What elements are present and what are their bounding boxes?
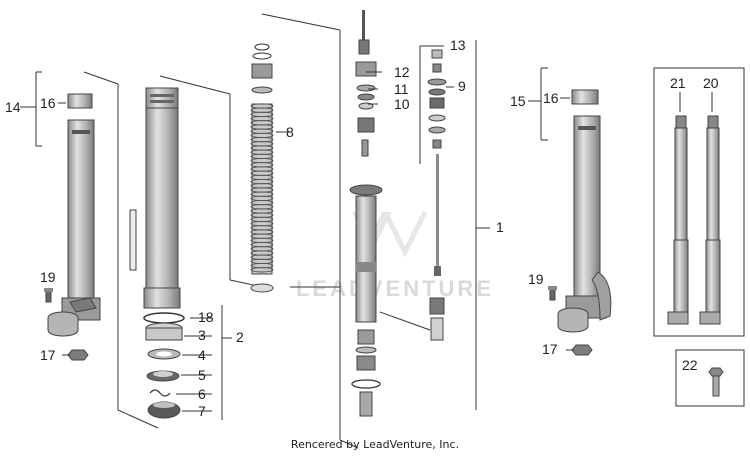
part-8-fork-spring[interactable]	[250, 43, 274, 293]
part-3-bushing[interactable]	[145, 322, 183, 341]
part-16-bushing-right[interactable]	[571, 89, 599, 105]
callout-3: 3	[198, 327, 206, 343]
part-22-bolt[interactable]	[708, 367, 724, 397]
callout-22: 22	[682, 357, 698, 373]
callout-13: 13	[450, 37, 466, 53]
render-credit: Rencered by LeadVenture, Inc.	[290, 438, 460, 451]
callout-5: 5	[198, 367, 206, 383]
inner-fork-tube[interactable]	[129, 87, 181, 309]
part-19-bolt-left[interactable]	[44, 288, 53, 303]
part-18-clip[interactable]	[143, 312, 185, 324]
watermark-text: LEADVENTURE	[296, 276, 494, 301]
callout-10: 10	[394, 96, 410, 112]
callout-11: 11	[394, 81, 409, 97]
bolt-box	[675, 349, 745, 407]
part-17-nut-left[interactable]	[67, 349, 89, 361]
callout-17-right: 17	[542, 341, 558, 357]
callout-18: 18	[198, 309, 214, 325]
part-19-bolt-right[interactable]	[548, 286, 557, 301]
callout-6: 6	[198, 386, 206, 402]
callout-4: 4	[198, 347, 206, 363]
callout-19-left: 19	[40, 269, 56, 285]
callout-7: 7	[198, 403, 206, 419]
callout-1: 1	[496, 219, 504, 235]
damper-rod-assembly[interactable]	[427, 49, 447, 341]
damper-cartridge-assembly[interactable]	[349, 10, 383, 417]
part-17-nut-right[interactable]	[571, 344, 593, 356]
callout-14: 14	[5, 99, 21, 115]
callout-16-right: 16	[543, 90, 559, 106]
part-6-stopper-ring[interactable]	[149, 389, 171, 397]
callout-15: 15	[510, 93, 526, 109]
callout-8: 8	[286, 124, 294, 140]
part-4-washer[interactable]	[147, 348, 181, 360]
part-20-fork-right-complete[interactable]	[699, 115, 721, 325]
part-5-oil-seal[interactable]	[146, 370, 180, 382]
part-16-bushing-left[interactable]	[67, 93, 93, 109]
callout-19-right: 19	[528, 271, 544, 287]
callout-12: 12	[394, 64, 410, 80]
right-fork-outer-tube[interactable]	[557, 89, 612, 333]
complete-fork-box	[653, 67, 745, 337]
callout-17-left: 17	[40, 347, 56, 363]
callout-21: 21	[670, 75, 686, 91]
part-21-fork-left-complete[interactable]	[667, 115, 689, 325]
callout-20: 20	[703, 75, 719, 91]
callout-9: 9	[458, 78, 466, 94]
callout-2: 2	[236, 329, 244, 345]
part-7-dust-seal[interactable]	[147, 401, 181, 419]
left-fork-outer-tube[interactable]	[47, 93, 101, 337]
spring-coil	[250, 267, 274, 273]
callout-16-left: 16	[40, 95, 56, 111]
